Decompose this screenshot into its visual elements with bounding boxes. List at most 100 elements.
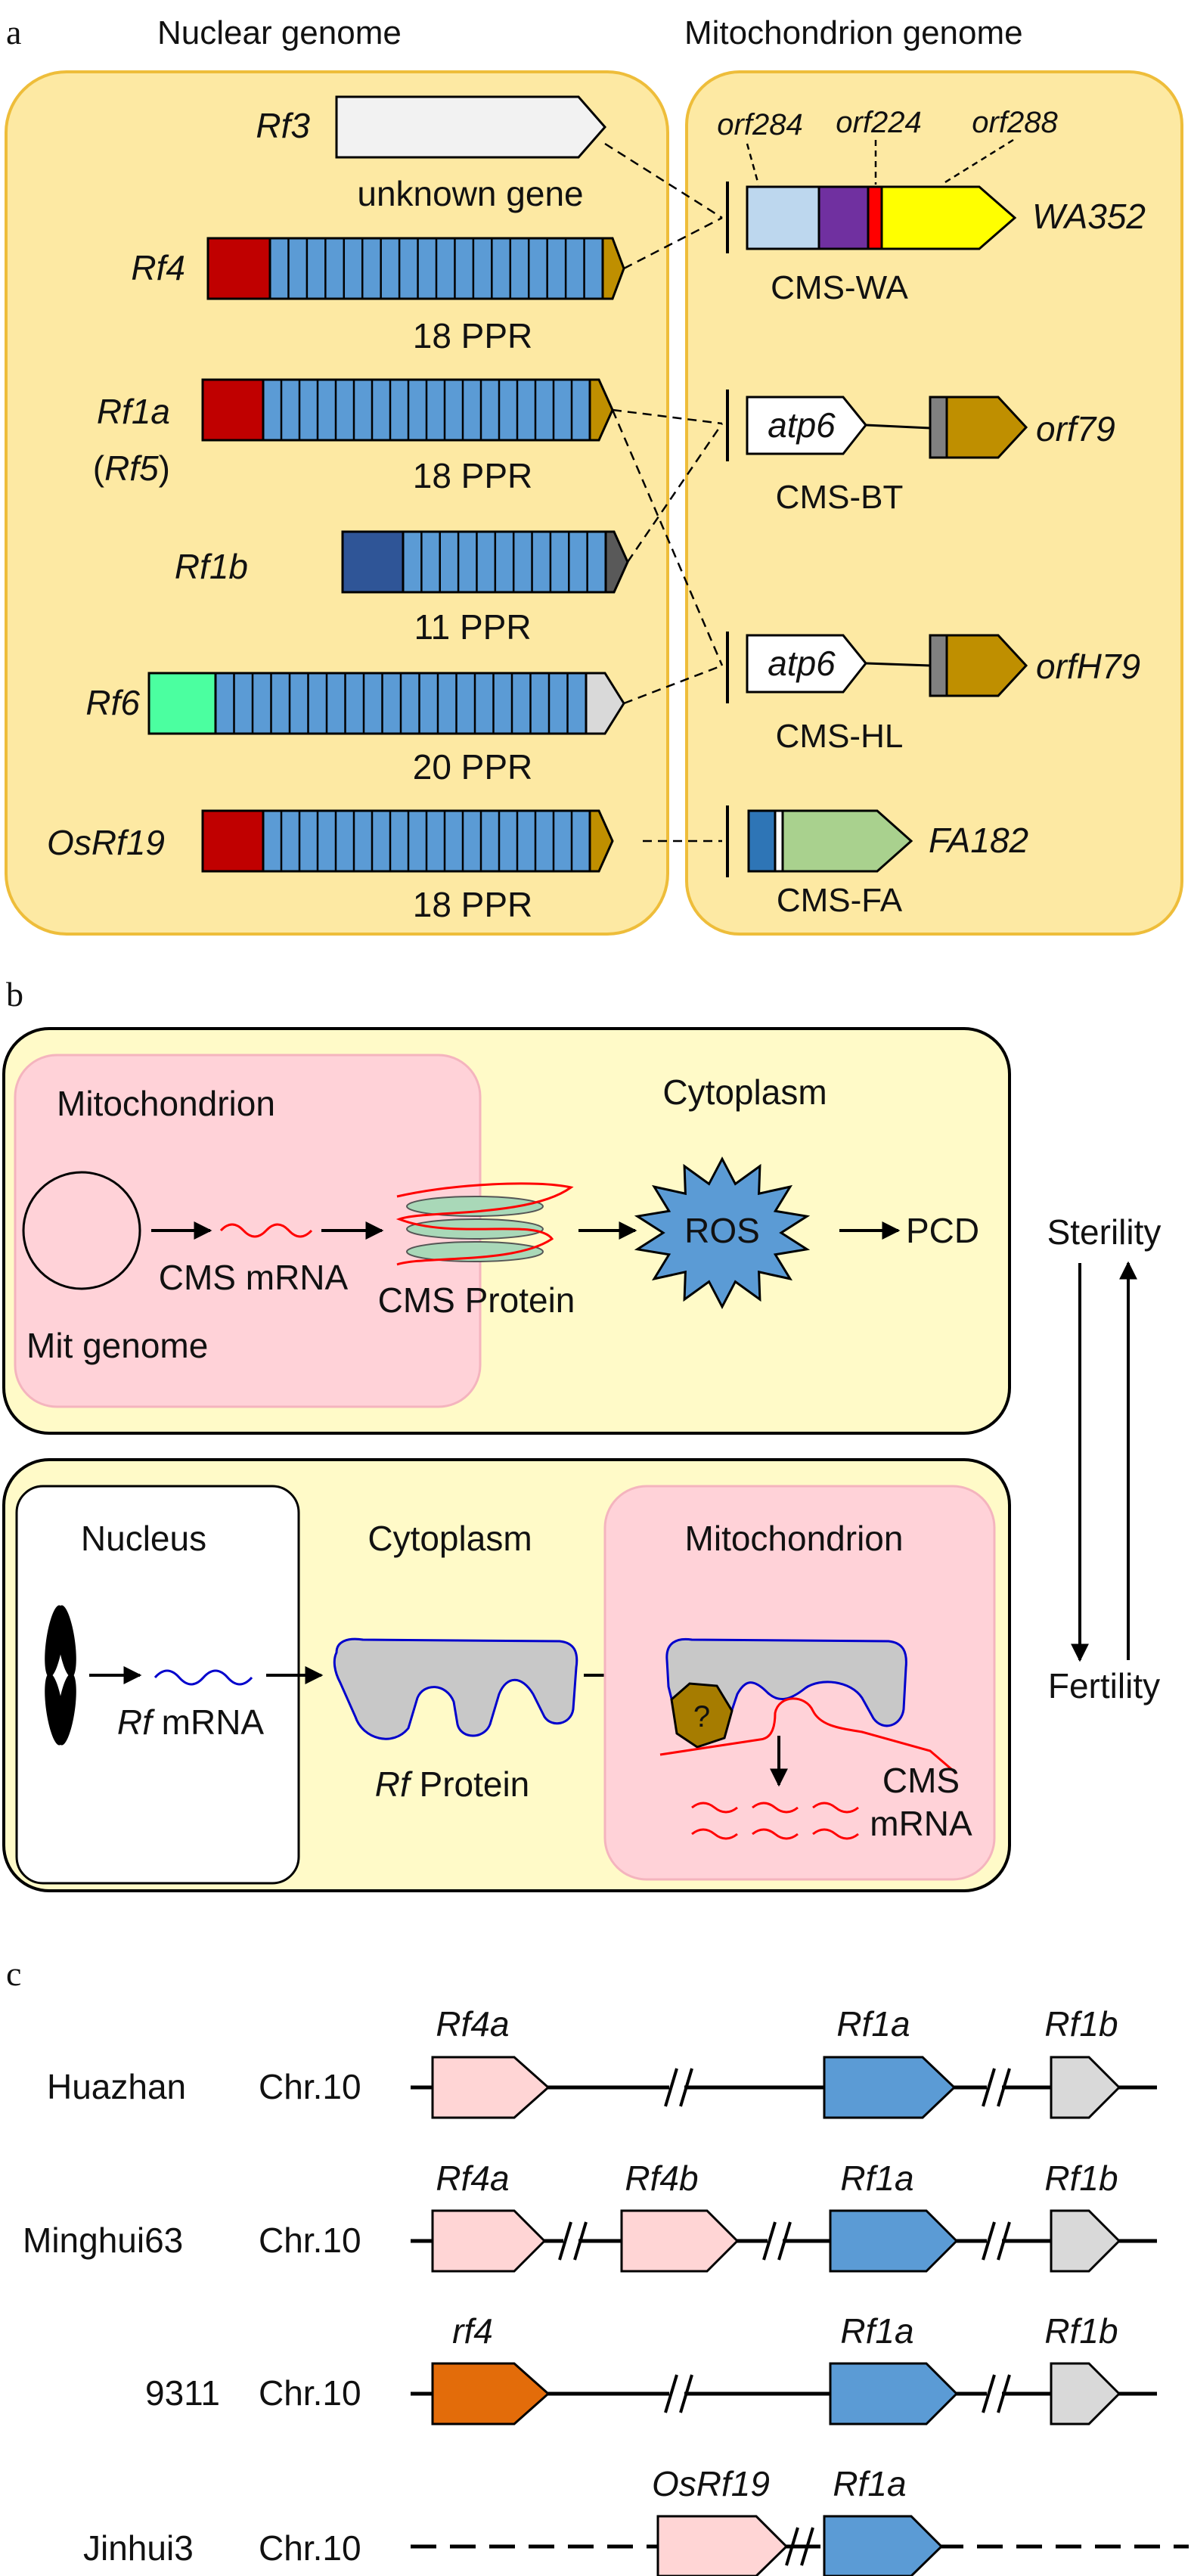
rf1a-alias: (Rf5) bbox=[93, 448, 170, 488]
cms-hl-label: CMS-HL bbox=[776, 718, 904, 755]
gene-name-rf1b: Rf1b bbox=[175, 547, 248, 586]
rf1b-caption: 11 PPR bbox=[414, 607, 531, 647]
cultivar-huazhan: Huazhan bbox=[47, 2067, 186, 2106]
fa182-label: FA182 bbox=[929, 821, 1028, 860]
rf3-gene-shape bbox=[335, 95, 606, 159]
bottom-mitochondrion-label: Mitochondrion bbox=[685, 1519, 904, 1558]
cms-mrna-wave bbox=[219, 1223, 313, 1238]
chr-9311: Chr.10 bbox=[259, 2373, 361, 2413]
wa-orf-pointers bbox=[746, 138, 1014, 186]
ros-label: ROS bbox=[684, 1211, 760, 1250]
unknown-partner-shape bbox=[670, 1682, 734, 1749]
osrf19-gene-shape bbox=[201, 809, 614, 873]
ppr-repeats-rf6 bbox=[233, 673, 569, 734]
nuclear-mito-connectors bbox=[604, 142, 724, 843]
rf6-caption: 20 PPR bbox=[413, 747, 533, 787]
bound-cms-mrna bbox=[659, 1697, 957, 1775]
cultivar-minghui63: Minghui63 bbox=[23, 2221, 183, 2260]
rf1b-gene-shape bbox=[341, 530, 629, 594]
cms-wa-label: CMS-WA bbox=[771, 269, 908, 306]
cultivar-9311: 9311 bbox=[145, 2373, 220, 2413]
mit-genome-label: Mit genome bbox=[26, 1326, 208, 1365]
chr-huazhan: Chr.10 bbox=[259, 2067, 361, 2106]
gene-name-rf4: Rf4 bbox=[131, 248, 185, 287]
huazhan-gene-rf1b: Rf1b bbox=[1044, 2004, 1118, 2044]
rf1a-gene-shape bbox=[201, 378, 614, 442]
unknown-partner-label: ? bbox=[693, 1700, 710, 1733]
wa352-label: WA352 bbox=[1032, 197, 1146, 236]
bt-locus bbox=[746, 396, 1028, 459]
cms-label: CMS bbox=[882, 1761, 960, 1800]
9311-gene-rf1b: Rf1b bbox=[1044, 2311, 1118, 2351]
rf-mrna-wave bbox=[154, 1669, 253, 1686]
cms-fa-label: CMS-FA bbox=[777, 882, 903, 919]
huazhan-gene-rf4a: Rf4a bbox=[436, 2004, 509, 2044]
ppr-repeats-rf1a bbox=[280, 380, 573, 440]
nucleus-label: Nucleus bbox=[81, 1519, 206, 1558]
huazhan-chromosome bbox=[411, 2056, 1157, 2119]
rf6-gene-shape bbox=[147, 672, 625, 735]
top-cytoplasm-label: Cytoplasm bbox=[662, 1072, 827, 1112]
9311-gene-rf4: rf4 bbox=[452, 2311, 493, 2351]
wa352-locus bbox=[746, 185, 1017, 250]
bt-atp6-label: atp6 bbox=[768, 405, 836, 445]
jinhui3-gene-rf1a: Rf1a bbox=[833, 2464, 906, 2503]
gene-name-rf6: Rf6 bbox=[85, 683, 140, 722]
cms-bt-label: CMS-BT bbox=[776, 479, 904, 516]
nuclear-genome-title: Nuclear genome bbox=[157, 14, 402, 51]
minghui63-chromosome bbox=[411, 2209, 1157, 2273]
ppr-repeats-osrf19 bbox=[280, 811, 573, 871]
mit-genome-circle bbox=[22, 1171, 141, 1290]
pcd-label: PCD bbox=[906, 1211, 979, 1250]
rf-protein-label: Rf Protein bbox=[375, 1764, 530, 1804]
chr-jinhui3: Chr.10 bbox=[259, 2528, 361, 2568]
minghui63-gene-rf1b: Rf1b bbox=[1044, 2159, 1118, 2198]
gene-name-rf3: Rf3 bbox=[256, 106, 310, 145]
rf1a-caption: 18 PPR bbox=[413, 456, 533, 495]
panel-label-c: c bbox=[6, 1954, 21, 1993]
mito-genome-box bbox=[685, 70, 1183, 936]
minghui63-gene-rf1a: Rf1a bbox=[840, 2159, 913, 2198]
rf3-caption: unknown gene bbox=[357, 174, 583, 213]
gene-name-osrf19: OsRf19 bbox=[47, 823, 165, 862]
9311-gene-rf1a: Rf1a bbox=[840, 2311, 913, 2351]
orf79-label: orf79 bbox=[1036, 409, 1115, 448]
cultivar-jinhui3: Jinhui3 bbox=[83, 2528, 194, 2568]
rf-mrna-label: Rf mRNA bbox=[117, 1702, 265, 1742]
huazhan-gene-rf1a: Rf1a bbox=[836, 2004, 910, 2044]
panel-label-b: b bbox=[6, 975, 23, 1013]
hl-atp6-label: atp6 bbox=[768, 644, 836, 683]
orfh79-label: orfH79 bbox=[1036, 647, 1140, 686]
jinhui3-chromosome bbox=[411, 2515, 1189, 2576]
chromosome-icon bbox=[45, 1605, 76, 1746]
orf224-label: orf224 bbox=[836, 106, 921, 139]
gene-name-rf1a: Rf1a bbox=[97, 392, 170, 431]
minghui63-gene-rf4a: Rf4a bbox=[436, 2159, 509, 2198]
nucleus-region bbox=[15, 1485, 300, 1885]
fa182-locus bbox=[747, 809, 913, 873]
fertility-label: Fertility bbox=[1048, 1666, 1160, 1705]
orf288-label: orf288 bbox=[972, 106, 1058, 139]
panel-label-a: a bbox=[6, 13, 21, 51]
ppr-repeats-rf4 bbox=[287, 238, 585, 299]
top-mitochondrion-label: Mitochondrion bbox=[57, 1084, 275, 1123]
rf-protein-shape bbox=[333, 1637, 578, 1740]
rf4-caption: 18 PPR bbox=[413, 316, 533, 355]
bottom-cytoplasm-label: Cytoplasm bbox=[368, 1519, 532, 1558]
osrf19-caption: 18 PPR bbox=[413, 885, 533, 924]
rf4-gene-shape bbox=[206, 237, 625, 300]
degraded-mrna-fragments bbox=[691, 1802, 859, 1840]
hl-locus bbox=[746, 634, 1028, 697]
9311-chromosome bbox=[411, 2362, 1157, 2425]
cms-protein-label: CMS Protein bbox=[378, 1280, 575, 1320]
ppr-repeats-rf1b bbox=[420, 532, 588, 592]
orf284-label: orf284 bbox=[717, 108, 802, 141]
cms-protein-shape bbox=[395, 1182, 574, 1266]
cms-mrna-label: CMS mRNA bbox=[159, 1258, 349, 1297]
mrna-label: mRNA bbox=[870, 1804, 972, 1843]
chr-minghui63: Chr.10 bbox=[259, 2221, 361, 2260]
sterility-label: Sterility bbox=[1047, 1212, 1162, 1252]
mitochondrion-genome-title: Mitochondrion genome bbox=[684, 14, 1023, 51]
ros-burst-shape bbox=[634, 1156, 811, 1310]
